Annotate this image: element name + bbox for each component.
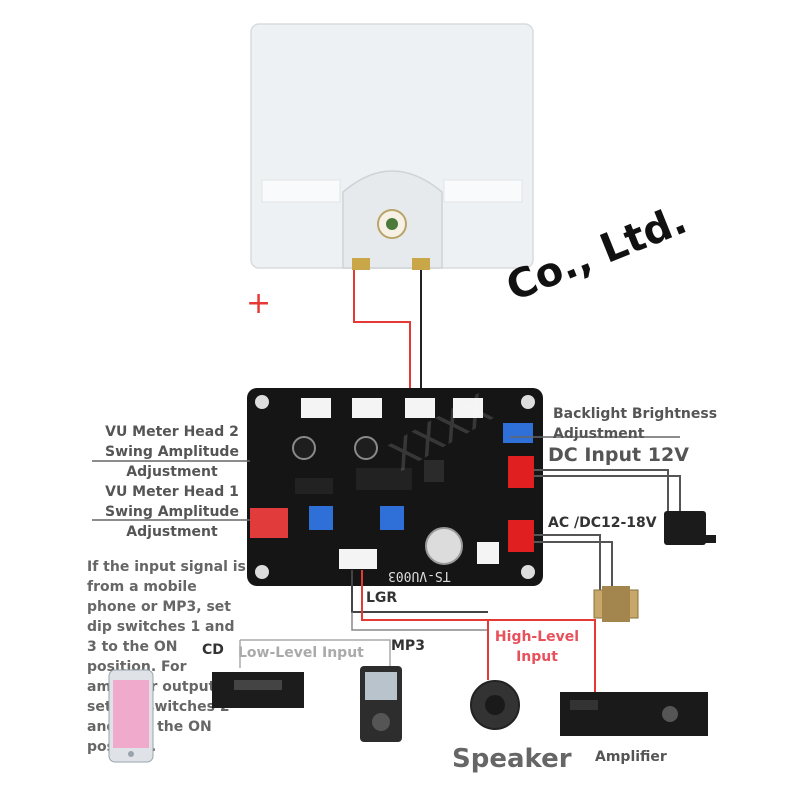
amplifier-label: Amplifier (595, 749, 667, 765)
vu2-label: VU Meter Head 2 Swing Amplitude Adjustme… (105, 424, 239, 480)
transformer-icon (593, 586, 639, 622)
high-level-input-label: High-Level Input (494, 629, 580, 665)
dc-input-label: DC Input 12V (548, 444, 689, 466)
mp3-label: MP3 (391, 638, 425, 654)
power-adapter-icon (664, 511, 716, 545)
speaker-label: Speaker (452, 744, 572, 774)
amplifier-icon (560, 692, 708, 736)
backlight-label: Backlight Brightness Adjustment (553, 406, 718, 442)
cd-player-icon (212, 672, 304, 708)
cd-label: CD (202, 642, 224, 658)
plus-sign: + (246, 286, 272, 321)
board-model-text: TS-VU003 (388, 568, 451, 583)
mp3-player-icon (360, 666, 402, 742)
vu1-label: VU Meter Head 1 Swing Amplitude Adjustme… (105, 484, 239, 540)
phone-icon (108, 669, 154, 763)
lgr-label: LGR (366, 590, 398, 606)
low-level-input-label: Low-Level Input (238, 645, 364, 661)
vu-driver-board (247, 388, 543, 586)
speaker-icon (470, 680, 520, 730)
red-meter-wire (353, 270, 411, 400)
ac-input-label: AC /DC12-18V (548, 515, 657, 531)
vu-meter-head (250, 23, 534, 270)
